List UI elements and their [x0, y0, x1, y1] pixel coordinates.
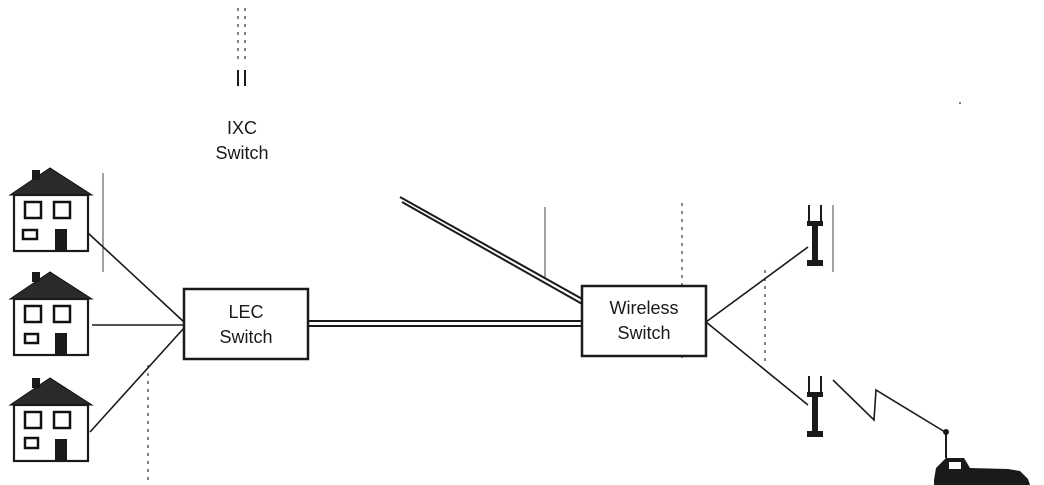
- wireless-to-tower1: [706, 247, 808, 322]
- ixc-top-marks: [238, 8, 245, 86]
- ixc-wireless-trunk: [400, 197, 584, 305]
- lec-wireless-trunk: [308, 321, 582, 326]
- lec-label-line2: Switch: [219, 327, 272, 347]
- ixc-switch-label: IXC Switch: [215, 118, 268, 163]
- lec-switch-node: LEC Switch: [184, 289, 308, 359]
- scan-speck: [959, 102, 961, 104]
- house-icon: [10, 378, 92, 461]
- house-icon: [10, 272, 92, 355]
- wireless-switch-node: Wireless Switch: [582, 286, 706, 356]
- house1-line: [88, 233, 184, 322]
- ixc-label-line2: Switch: [215, 143, 268, 163]
- car-icon: [934, 429, 1030, 485]
- lightning-bolt-icon: [833, 380, 945, 432]
- ixc-label-line1: IXC: [227, 118, 257, 138]
- wireless-to-tower2: [706, 322, 808, 405]
- antenna-tower-icon: [807, 205, 823, 266]
- house3-line: [90, 328, 184, 432]
- house-icon: [10, 168, 92, 251]
- wireless-label-line1: Wireless: [609, 298, 678, 318]
- wireless-label-line2: Switch: [617, 323, 670, 343]
- lec-label-line1: LEC: [228, 302, 263, 322]
- antenna-tower-icon: [807, 376, 823, 437]
